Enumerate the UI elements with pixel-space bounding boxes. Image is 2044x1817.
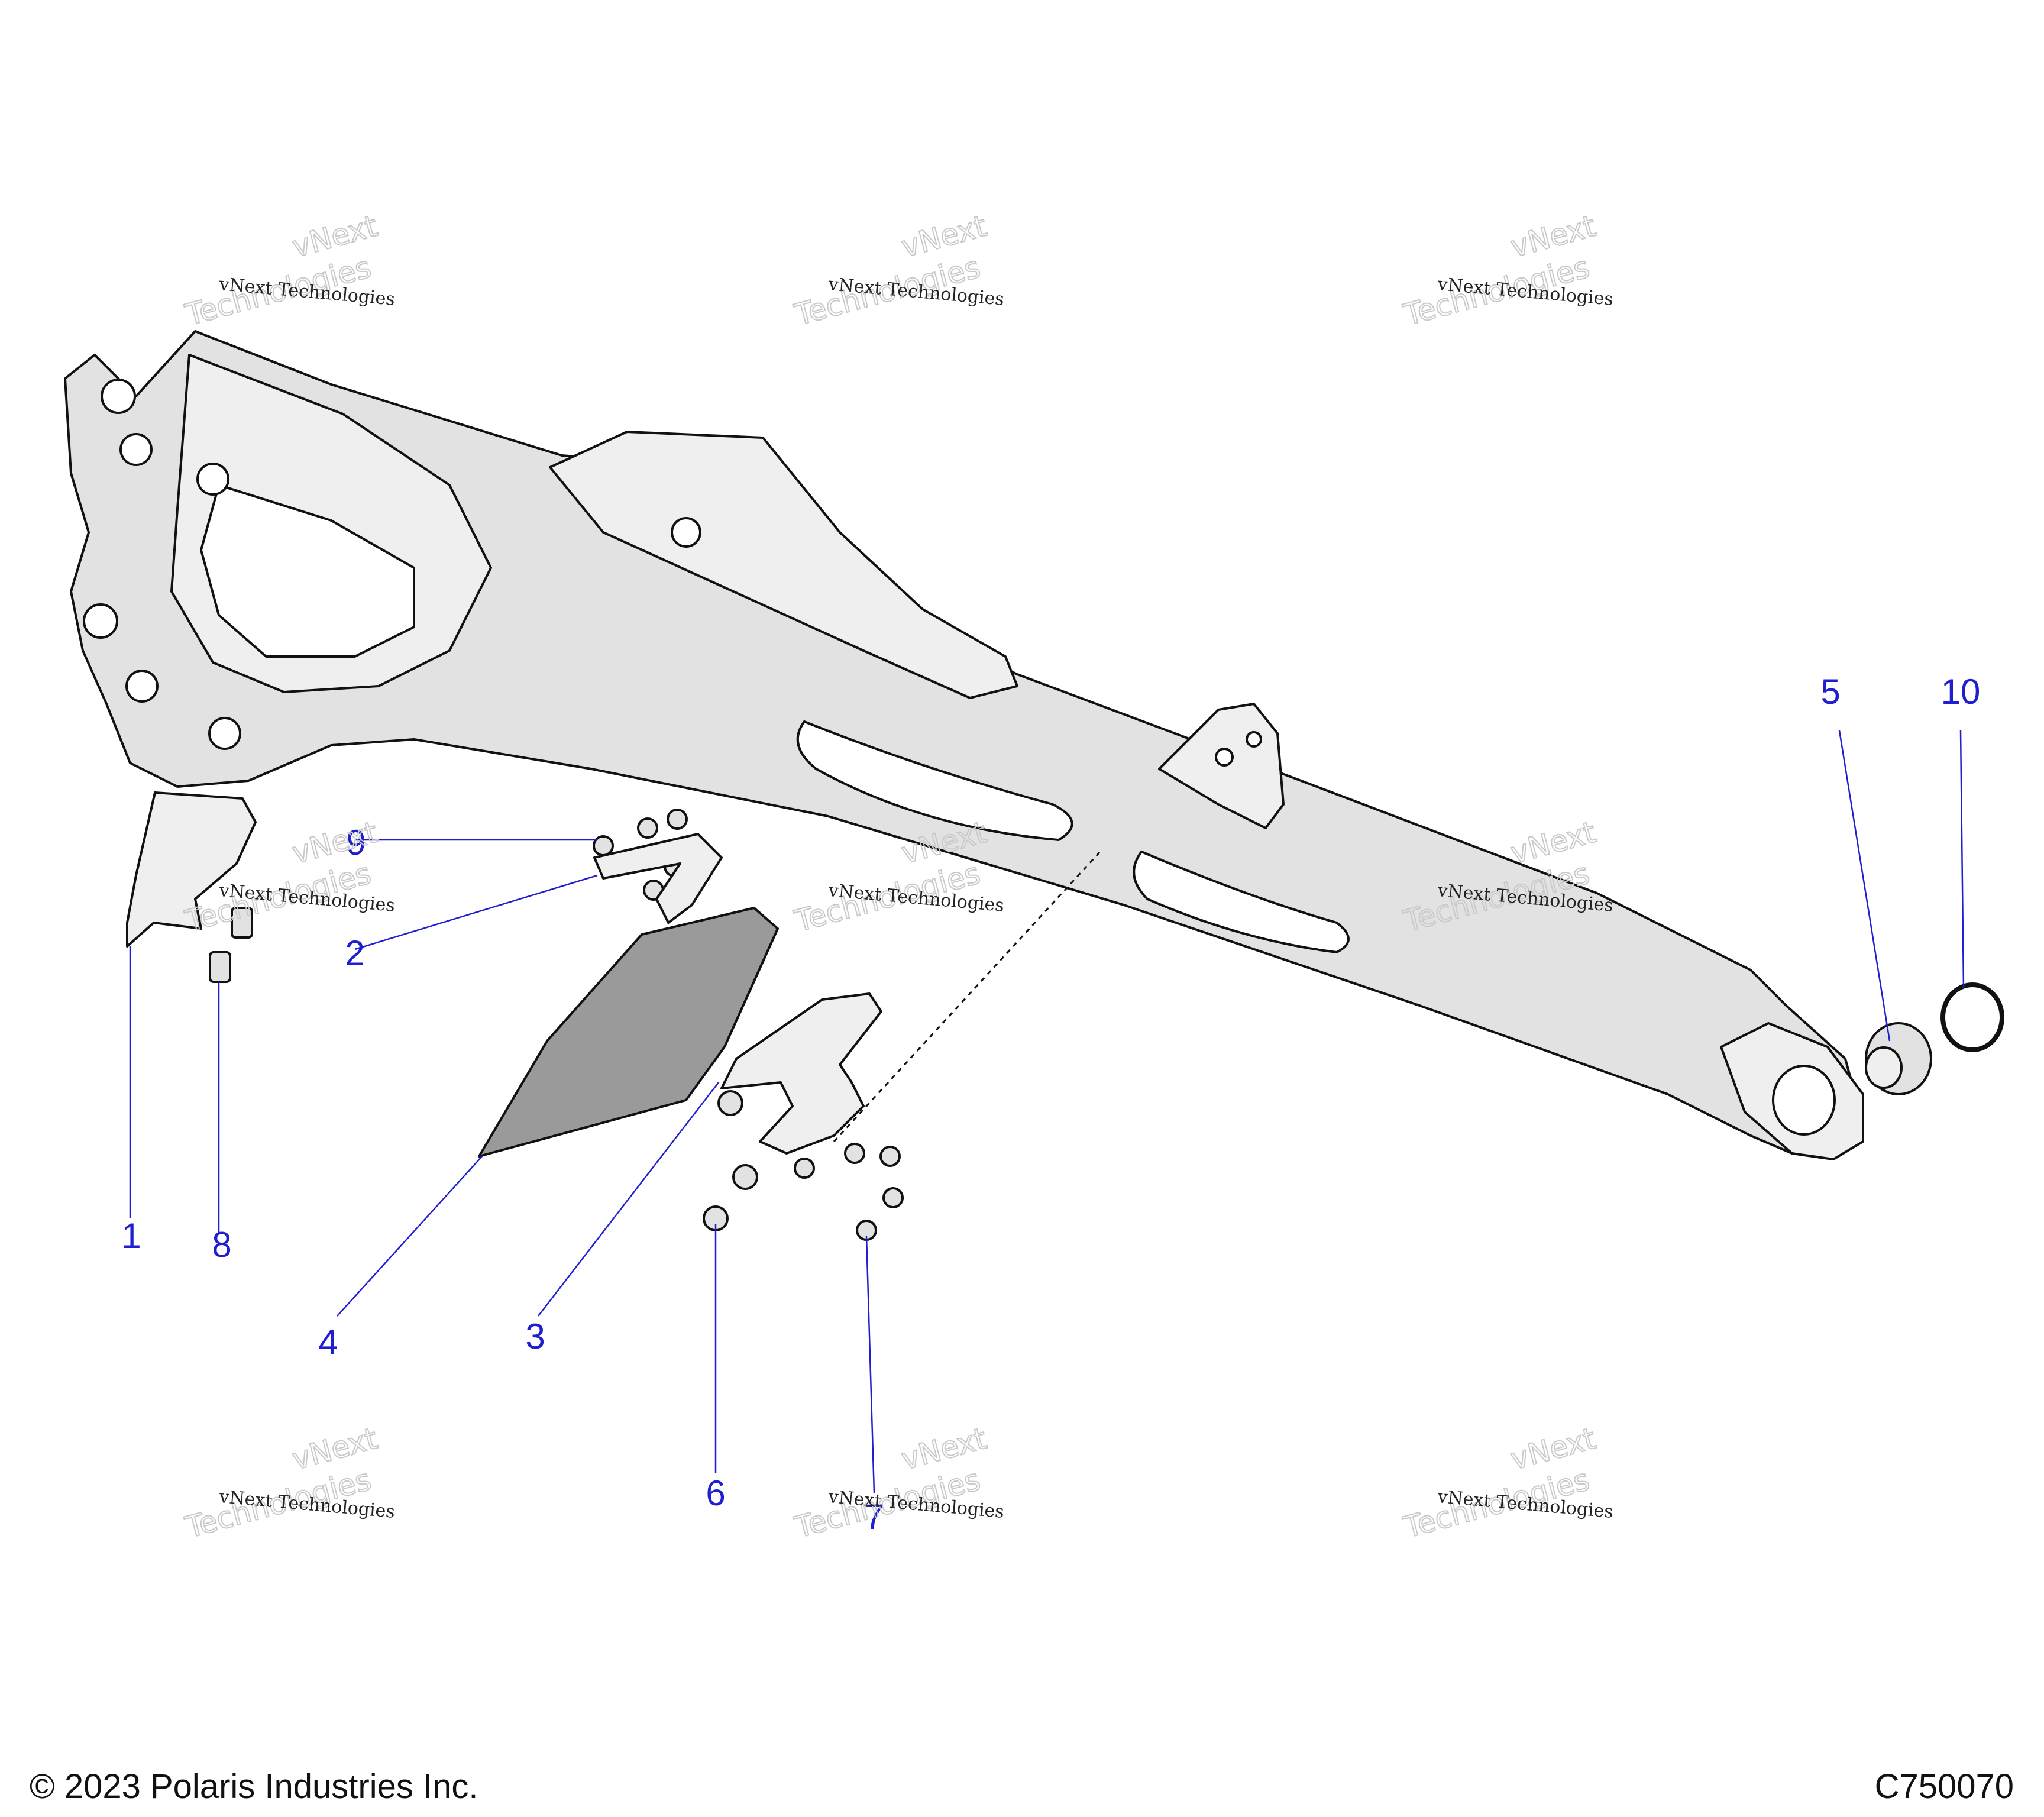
part-4-mud-flap <box>478 907 779 1158</box>
pivot-boss-upper-left <box>101 379 136 414</box>
callout-10: 10 <box>1941 672 1981 712</box>
watermark: vNext Technologies vNext Technologies <box>1399 1421 1614 1546</box>
pivot-boss-upper <box>119 433 153 466</box>
bearing-inner <box>1865 1046 1903 1089</box>
callout-9: 9 <box>346 823 366 862</box>
part-7-bolts <box>794 1143 904 1241</box>
bolt-7a <box>794 1158 815 1179</box>
part-5-bearing <box>1865 1022 1932 1095</box>
swingarm-frame-opening <box>199 483 415 658</box>
shock-mount-hole-2 <box>1246 731 1262 748</box>
watermark: vNext Technologies vNext Technologies <box>1399 208 1614 333</box>
copyright-text: © 2023 Polaris Industries Inc. <box>30 1767 478 1806</box>
leader-2 <box>354 874 598 950</box>
rear-axle-bore <box>1772 1065 1836 1136</box>
leader-3 <box>538 1082 719 1317</box>
leader-lines <box>129 730 1965 1494</box>
watermark: vNext Technologies vNext Technologies <box>181 1421 396 1546</box>
nut-9b <box>637 817 658 839</box>
bolt-6a <box>717 1090 743 1116</box>
watermark: vNext Technologies vNext Technologies <box>790 208 1005 333</box>
watermark: vNext Technologies vNext Technologies <box>181 208 396 333</box>
part-2-bracket <box>593 833 723 924</box>
callout-3: 3 <box>525 1317 545 1356</box>
pivot-boss-lower <box>125 670 159 703</box>
leader-4 <box>337 1156 483 1317</box>
callout-4: 4 <box>318 1323 338 1362</box>
callout-5: 5 <box>1820 672 1840 712</box>
top-plate-hole <box>671 517 701 548</box>
callout-1: 1 <box>121 1216 141 1256</box>
bolt-8b <box>209 951 231 983</box>
callout-8: 8 <box>212 1225 231 1265</box>
watermark: vNext Technologies vNext Technologies <box>790 1421 1005 1546</box>
swingarm-slot-front <box>796 720 1073 842</box>
leader-7 <box>865 1236 875 1494</box>
swingarm-top-plate <box>549 431 1018 699</box>
callout-2: 2 <box>345 933 364 973</box>
swingarm-slot-rear <box>1133 850 1350 954</box>
bolt-7b <box>844 1143 865 1164</box>
nut-9c <box>667 809 688 830</box>
bolt-7d <box>882 1187 904 1208</box>
diagram-code: C750070 <box>1875 1767 2014 1806</box>
callouts: 1 2 3 4 5 6 7 8 9 10 <box>121 672 1980 1537</box>
callout-7: 7 <box>864 1497 884 1537</box>
part-8-bolts <box>209 907 253 983</box>
pivot-boss-mid <box>196 463 229 496</box>
snap-ring <box>1940 982 2004 1052</box>
shock-mount-hole-1 <box>1215 748 1234 767</box>
bolt-7c <box>879 1146 901 1167</box>
bolt-8a <box>231 907 253 939</box>
part-10-snap-ring <box>1940 982 2004 1052</box>
leader-10 <box>1959 730 1965 988</box>
pivot-boss-lower-left <box>83 603 118 639</box>
leader-5 <box>1838 730 1891 1042</box>
part-3-flap-bracket <box>720 992 882 1155</box>
part-6-bolts <box>703 1090 758 1231</box>
part-1-bracket <box>126 791 257 948</box>
pivot-boss-bottom <box>208 717 241 750</box>
bolt-6b <box>732 1164 758 1190</box>
swingarm <box>64 330 1864 1160</box>
callout-6: 6 <box>706 1473 725 1513</box>
